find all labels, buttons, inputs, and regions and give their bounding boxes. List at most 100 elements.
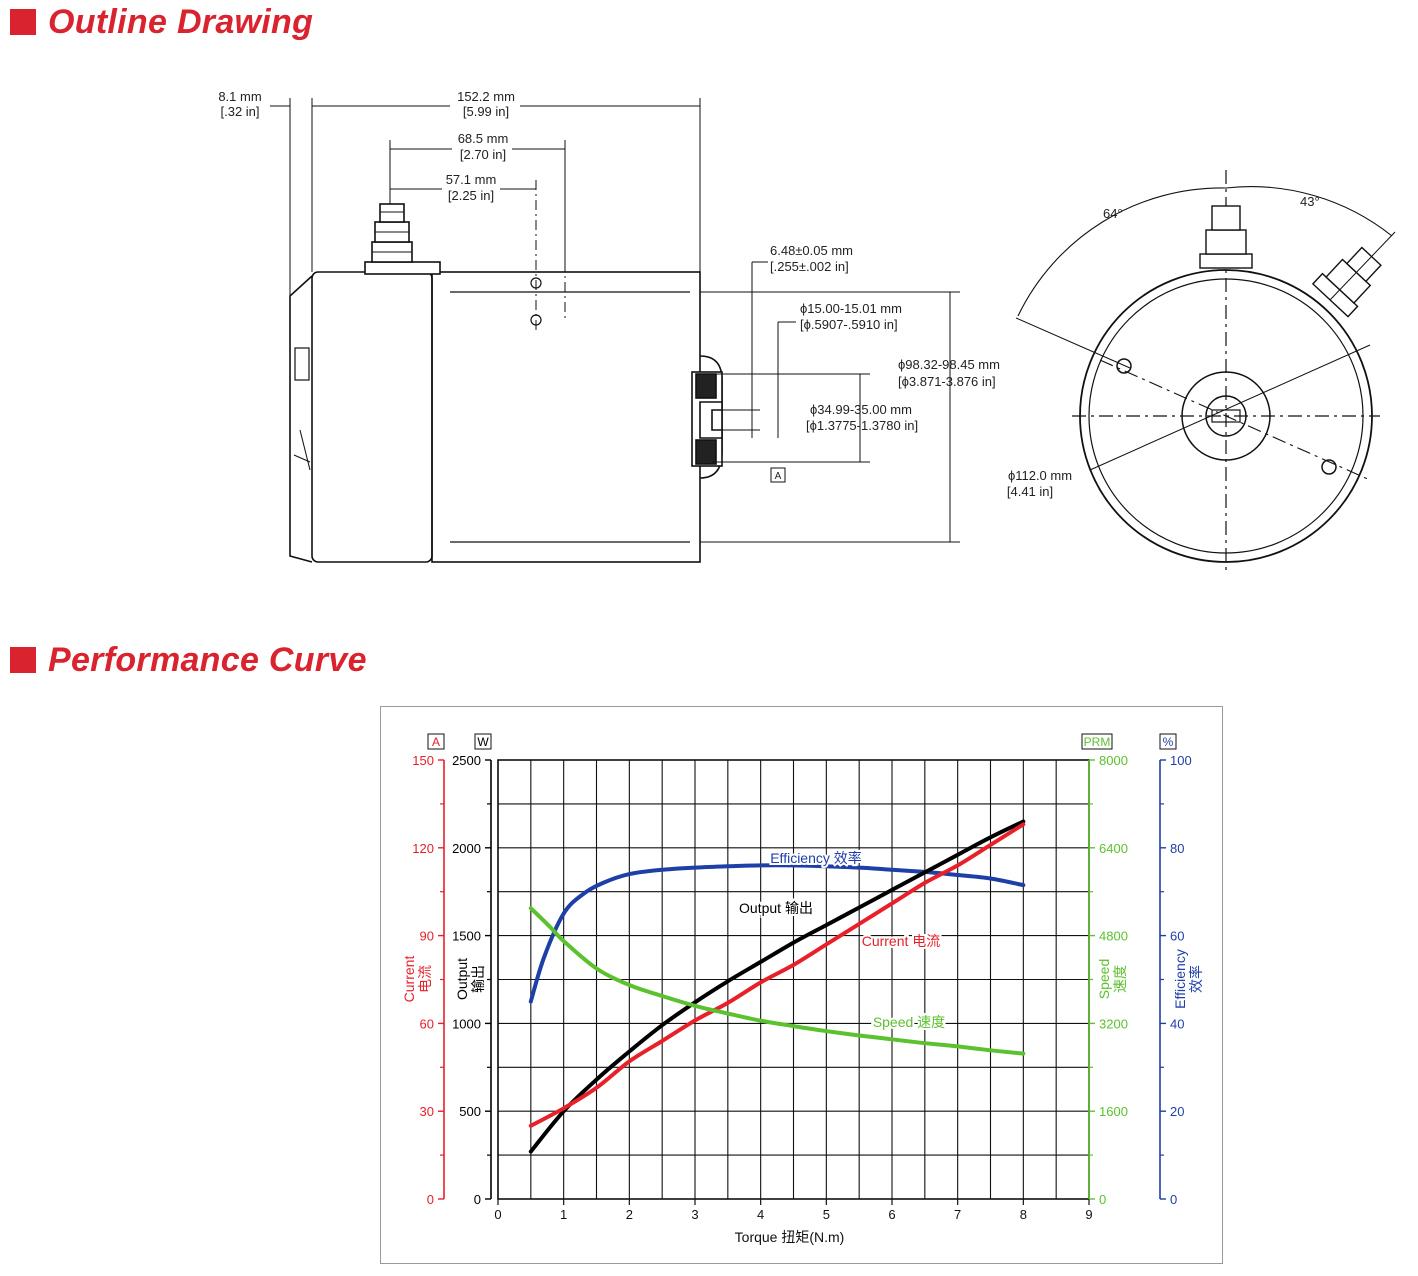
axis-tick-label-output: 0 <box>474 1192 481 1207</box>
terminal-base <box>364 261 441 275</box>
x-axis-label: Torque 扭矩(N.m) <box>735 1229 845 1245</box>
end-cap-body <box>311 271 433 563</box>
axis-title-cn-efficiency: 效率 <box>1188 965 1204 993</box>
x-tick-label: 6 <box>888 1207 895 1222</box>
axis-title-en-efficiency: Efficiency <box>1172 949 1188 1009</box>
outline-drawing: 8.1 mm [.32 in] 152.2 mm [5.99 in] 68.5 … <box>218 89 1396 570</box>
series-label-efficiency: Efficiency 效率 <box>770 850 862 866</box>
performance-curve-header: Performance Curve <box>10 640 367 680</box>
end-cap-outline <box>289 275 313 563</box>
axis-unit-efficiency: % <box>1163 735 1174 749</box>
axis-tick-label-speed: 6400 <box>1099 841 1128 856</box>
dim-pilot-mm: ϕ34.99-35.00 mm <box>810 402 912 417</box>
x-tick-label: 0 <box>494 1207 501 1222</box>
dim-key-in: [.255±.002 in] <box>770 259 849 274</box>
axis-unit-output: W <box>477 735 489 749</box>
x-tick-label: 9 <box>1085 1207 1092 1222</box>
outline-drawing-title: Outline Drawing <box>48 2 314 41</box>
axis-tick-label-efficiency: 0 <box>1170 1192 1177 1207</box>
dim-terminal1-mm: 68.5 mm <box>458 131 509 146</box>
dim-body-in: [ϕ3.871-3.876 in] <box>898 374 996 389</box>
axis-tick-label-speed: 4800 <box>1099 929 1128 944</box>
series-label-output: Output 输出 <box>739 900 813 916</box>
axis-tick-label-output: 500 <box>459 1104 481 1119</box>
dim-terminal1-in: [2.70 in] <box>460 147 506 162</box>
axis-tick-label-current: 120 <box>412 841 434 856</box>
angle-left-label: 64° <box>1103 206 1123 221</box>
x-tick-label: 5 <box>823 1207 830 1222</box>
axis-tick-label-current: 90 <box>420 929 434 944</box>
axis-unit-box-current <box>427 733 445 750</box>
axis-tick-label-current: 150 <box>412 753 434 768</box>
axis-title-en-current: Current <box>401 956 417 1003</box>
axis-tick-label-speed: 3200 <box>1099 1016 1128 1031</box>
dim-shaft-mm: ϕ15.00-15.01 mm <box>800 301 902 316</box>
axis-tick-label-current: 0 <box>427 1192 434 1207</box>
series-line-speed <box>528 906 1026 1056</box>
x-tick-label: 4 <box>757 1207 764 1222</box>
red-square-bullet-icon <box>10 9 36 35</box>
outline-drawing-header: Outline Drawing <box>10 2 313 42</box>
series-line-current <box>528 822 1026 1128</box>
series-line-output <box>528 819 1026 1154</box>
dim-flange-mm: 8.1 mm <box>218 89 261 104</box>
axis-unit-box-output <box>474 733 492 750</box>
dim-flange-in: [.32 in] <box>220 104 259 119</box>
axis-tick-label-output: 1000 <box>452 1016 481 1031</box>
dim-length-in: [5.99 in] <box>463 104 509 119</box>
series-label-speed: Speed 速度 <box>873 1014 945 1030</box>
axis-tick-label-output: 2000 <box>452 841 481 856</box>
performance-curve-title: Performance Curve <box>48 640 367 679</box>
axis-title-en-output: Output <box>454 958 470 1000</box>
x-tick-label: 2 <box>626 1207 633 1222</box>
axis-title-cn-output: 输出 <box>470 965 486 993</box>
axis-tick-label-current: 30 <box>420 1104 434 1119</box>
dim-terminal2-mm: 57.1 mm <box>446 172 497 187</box>
x-tick-label: 7 <box>954 1207 961 1222</box>
red-square-bullet-icon <box>10 647 36 673</box>
axis-title-cn-current: 电流 <box>417 965 433 993</box>
x-tick-label: 1 <box>560 1207 567 1222</box>
axis-unit-current: A <box>432 735 440 749</box>
end-view <box>1015 170 1396 570</box>
angle-right-label: 43° <box>1300 194 1320 209</box>
dim-outer-mm: ϕ112.0 mm <box>1008 468 1072 483</box>
motor-body <box>431 271 701 563</box>
axis-tick-label-output: 1500 <box>452 929 481 944</box>
axis-tick-label-speed: 1600 <box>1099 1104 1128 1119</box>
axis-title-en-speed: Speed <box>1096 959 1112 999</box>
axis-tick-label-speed: 0 <box>1099 1192 1106 1207</box>
dim-outer-in: [4.41 in] <box>1007 484 1053 499</box>
axis-tick-label-speed: 8000 <box>1099 753 1128 768</box>
x-tick-label: 3 <box>691 1207 698 1222</box>
dim-pilot-in: [ϕ1.3775-1.3780 in] <box>806 418 918 433</box>
dim-body-mm: ϕ98.32-98.45 mm <box>898 357 1000 372</box>
datum-label: A <box>775 471 782 482</box>
dim-key-mm: 6.48±0.05 mm <box>770 243 853 258</box>
chart-grid <box>497 759 1090 1200</box>
axis-unit-box-speed <box>1081 733 1113 750</box>
axis-title-cn-speed: 速度 <box>1112 965 1128 993</box>
axis-tick-label-current: 60 <box>420 1016 434 1031</box>
series-line-efficiency <box>528 863 1026 1004</box>
axis-tick-label-efficiency: 20 <box>1170 1104 1184 1119</box>
axis-tick-label-output: 2500 <box>452 753 481 768</box>
axis-tick-label-efficiency: 60 <box>1170 929 1184 944</box>
x-tick-label: 8 <box>1020 1207 1027 1222</box>
axis-unit-speed: PRM <box>1084 735 1111 749</box>
series-label-current: Current 电流 <box>862 933 941 949</box>
axis-unit-box-efficiency <box>1159 733 1177 750</box>
axis-tick-label-efficiency: 100 <box>1170 753 1192 768</box>
dim-length-mm: 152.2 mm <box>457 89 515 104</box>
dim-shaft-in: [ϕ.5907-.5910 in] <box>800 317 898 332</box>
axis-tick-label-efficiency: 40 <box>1170 1016 1184 1031</box>
